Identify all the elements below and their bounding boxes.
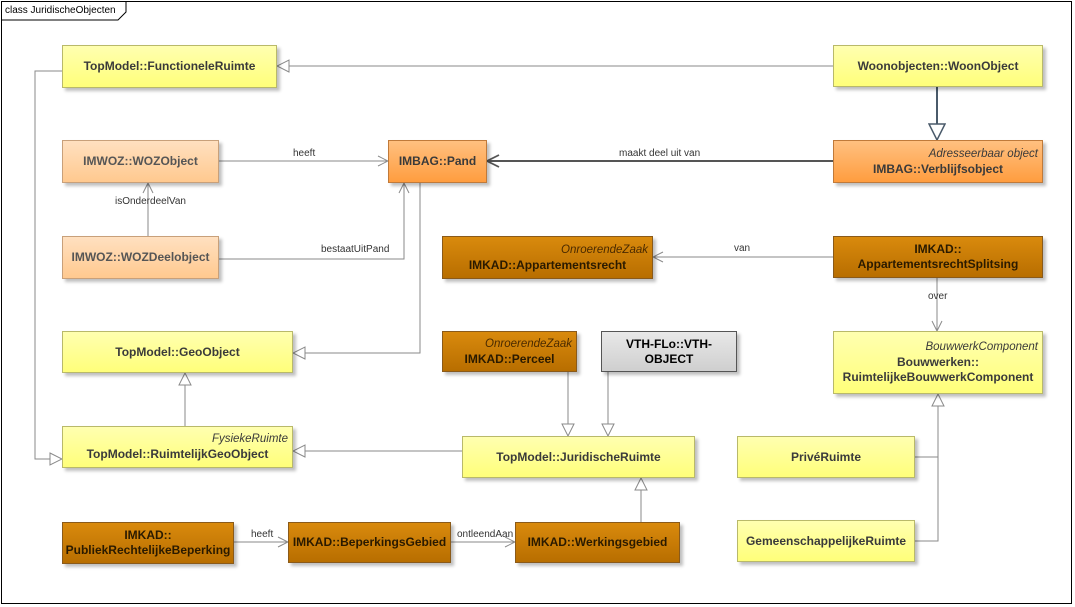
gen-ruimtelijkgeoobject-functioneleruimte (34, 70, 62, 459)
class-werkingsgebied[interactable]: IMKAD::Werkingsgebied (515, 522, 680, 563)
class-name: IMKAD::Perceel (464, 351, 555, 366)
class-name: TopModel::JuridischeRuimte (496, 449, 661, 464)
class-functioneleruimte[interactable]: TopModel::FunctioneleRuimte (62, 45, 277, 88)
class-name: TopModel::RuimtelijkGeoObject (86, 447, 269, 461)
relation-label-bestaat-uit-pand: bestaatUitPand (321, 244, 390, 255)
class-perceel[interactable]: OnroerendeZaak IMKAD::Perceel (442, 331, 577, 372)
class-pand[interactable]: IMBAG::Pand (388, 140, 487, 183)
class-name: IMKAD::Werkingsgebied (527, 535, 668, 549)
relation-label-heeft: heeft (293, 148, 316, 159)
gen-pand-geoobject (293, 183, 421, 353)
class-name: VTH-FLo::VTH-OBJECT (626, 336, 712, 366)
class-stereotype: OnroerendeZaak (561, 243, 648, 256)
class-wozdeelobject[interactable]: IMWOZ::WOZDeelobject (62, 236, 219, 279)
class-ruimtelijkgeoobject[interactable]: FysiekeRuimte TopModel::RuimtelijkGeoObj… (62, 426, 293, 468)
frame-tab-shape (1, 1, 127, 21)
class-name-line2: PubliekRechtelijkeBeperking (65, 543, 231, 557)
class-name: TopModel::GeoObject (115, 344, 240, 359)
class-name-line1: Bouwwerken:: (896, 355, 979, 369)
class-appartementsrecht[interactable]: OnroerendeZaak IMKAD::Appartementsrecht (442, 236, 653, 279)
class-name: IMBAG::Verblijfsobject (872, 161, 1003, 176)
class-woonobject[interactable]: Woonobjecten::WoonObject (833, 45, 1043, 87)
class-gemeenschappelijke[interactable]: GemeenschappelijkeRuimte (737, 520, 915, 562)
class-priveruimte[interactable]: PrivéRuimte (737, 436, 915, 478)
class-stereotype: OnroerendeZaak (485, 337, 572, 350)
frame-title: class JuridischeObjecten (5, 5, 116, 16)
class-bouwwerkcomponent[interactable]: BouwwerkComponent Bouwwerken:: Ruimtelij… (833, 331, 1043, 394)
class-stereotype: Adresseerbaar object (928, 147, 1038, 160)
gen-priveruimte-bouwwerkcomponent (915, 394, 938, 458)
relation-label-ontleend-aan: ontleendAan (457, 529, 514, 540)
class-name-line2: RuimtelijkeBouwwerkComponent (842, 370, 1034, 384)
class-vth-object[interactable]: VTH-FLo::VTH-OBJECT (601, 331, 737, 372)
relation-label-heeft-gebied: heeft (251, 529, 274, 540)
class-name-line1: IMKAD:: (124, 528, 172, 542)
relation-label-maakt-deel-uit-van: maakt deel uit van (619, 148, 701, 159)
class-name-line2: AppartementsrechtSplitsing (857, 257, 1019, 271)
class-name: PrivéRuimte (790, 449, 862, 464)
class-name: IMWOZ::WOZDeelobject (71, 250, 210, 264)
class-name: IMWOZ::WOZObject (83, 154, 198, 168)
class-name-line1: IMKAD:: (914, 242, 962, 256)
class-stereotype: FysiekeRuimte (211, 433, 288, 445)
class-splitsing[interactable]: IMKAD:: AppartementsrechtSplitsing (833, 236, 1043, 278)
class-wozobject[interactable]: IMWOZ::WOZObject (62, 140, 219, 183)
relation-label-over: over (928, 291, 948, 302)
class-beperkingsgebied[interactable]: IMKAD::BeperkingsGebied (288, 522, 451, 563)
relation-label-is-onderdeel-van: isOnderdeelVan (115, 196, 186, 207)
class-name: Woonobjecten::WoonObject (857, 58, 1019, 73)
class-publiekrechtelijke[interactable]: IMKAD:: PubliekRechtelijkeBeperking (62, 522, 234, 564)
class-verblijfsobject[interactable]: Adresseerbaar object IMBAG::Verblijfsobj… (833, 140, 1043, 183)
class-name: IMBAG::Pand (398, 154, 477, 168)
class-name: TopModel::FunctioneleRuimte (83, 59, 256, 73)
gen-gemeenschappelijke-bouwwerkcomponent (915, 457, 939, 542)
class-juridischeruimte[interactable]: TopModel::JuridischeRuimte (462, 436, 695, 478)
assoc-wozdeelobject-pand (219, 183, 404, 260)
class-geoobject[interactable]: TopModel::GeoObject (62, 331, 293, 373)
class-stereotype: BouwwerkComponent (925, 341, 1038, 353)
relation-label-van: van (734, 243, 751, 254)
class-name: IMKAD::Appartementsrecht (468, 257, 627, 272)
class-name: IMKAD::BeperkingsGebied (292, 535, 447, 549)
class-name: GemeenschappelijkeRuimte (745, 533, 907, 548)
